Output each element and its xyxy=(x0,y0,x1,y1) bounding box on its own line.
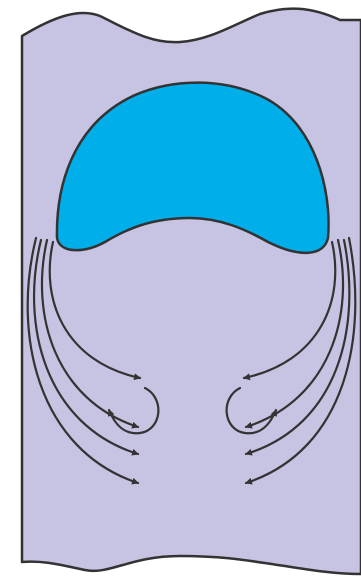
flow-diagram xyxy=(0,0,361,585)
diagram-canvas xyxy=(0,0,361,585)
